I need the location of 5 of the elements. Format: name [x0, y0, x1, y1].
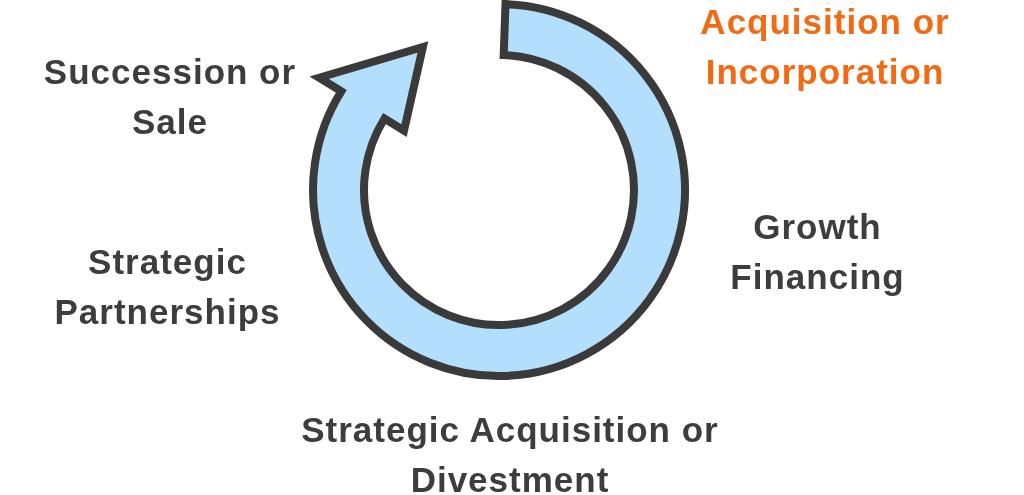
stage-label: Strategic Acquisition or Divestment — [300, 409, 720, 495]
stage-label: Growth Financing — [729, 206, 906, 298]
stage-label: Strategic Partnerships — [53, 241, 282, 333]
stage-label: Succession or Sale — [42, 51, 298, 143]
stage-label: Acquisition or Incorporation — [699, 1, 951, 93]
